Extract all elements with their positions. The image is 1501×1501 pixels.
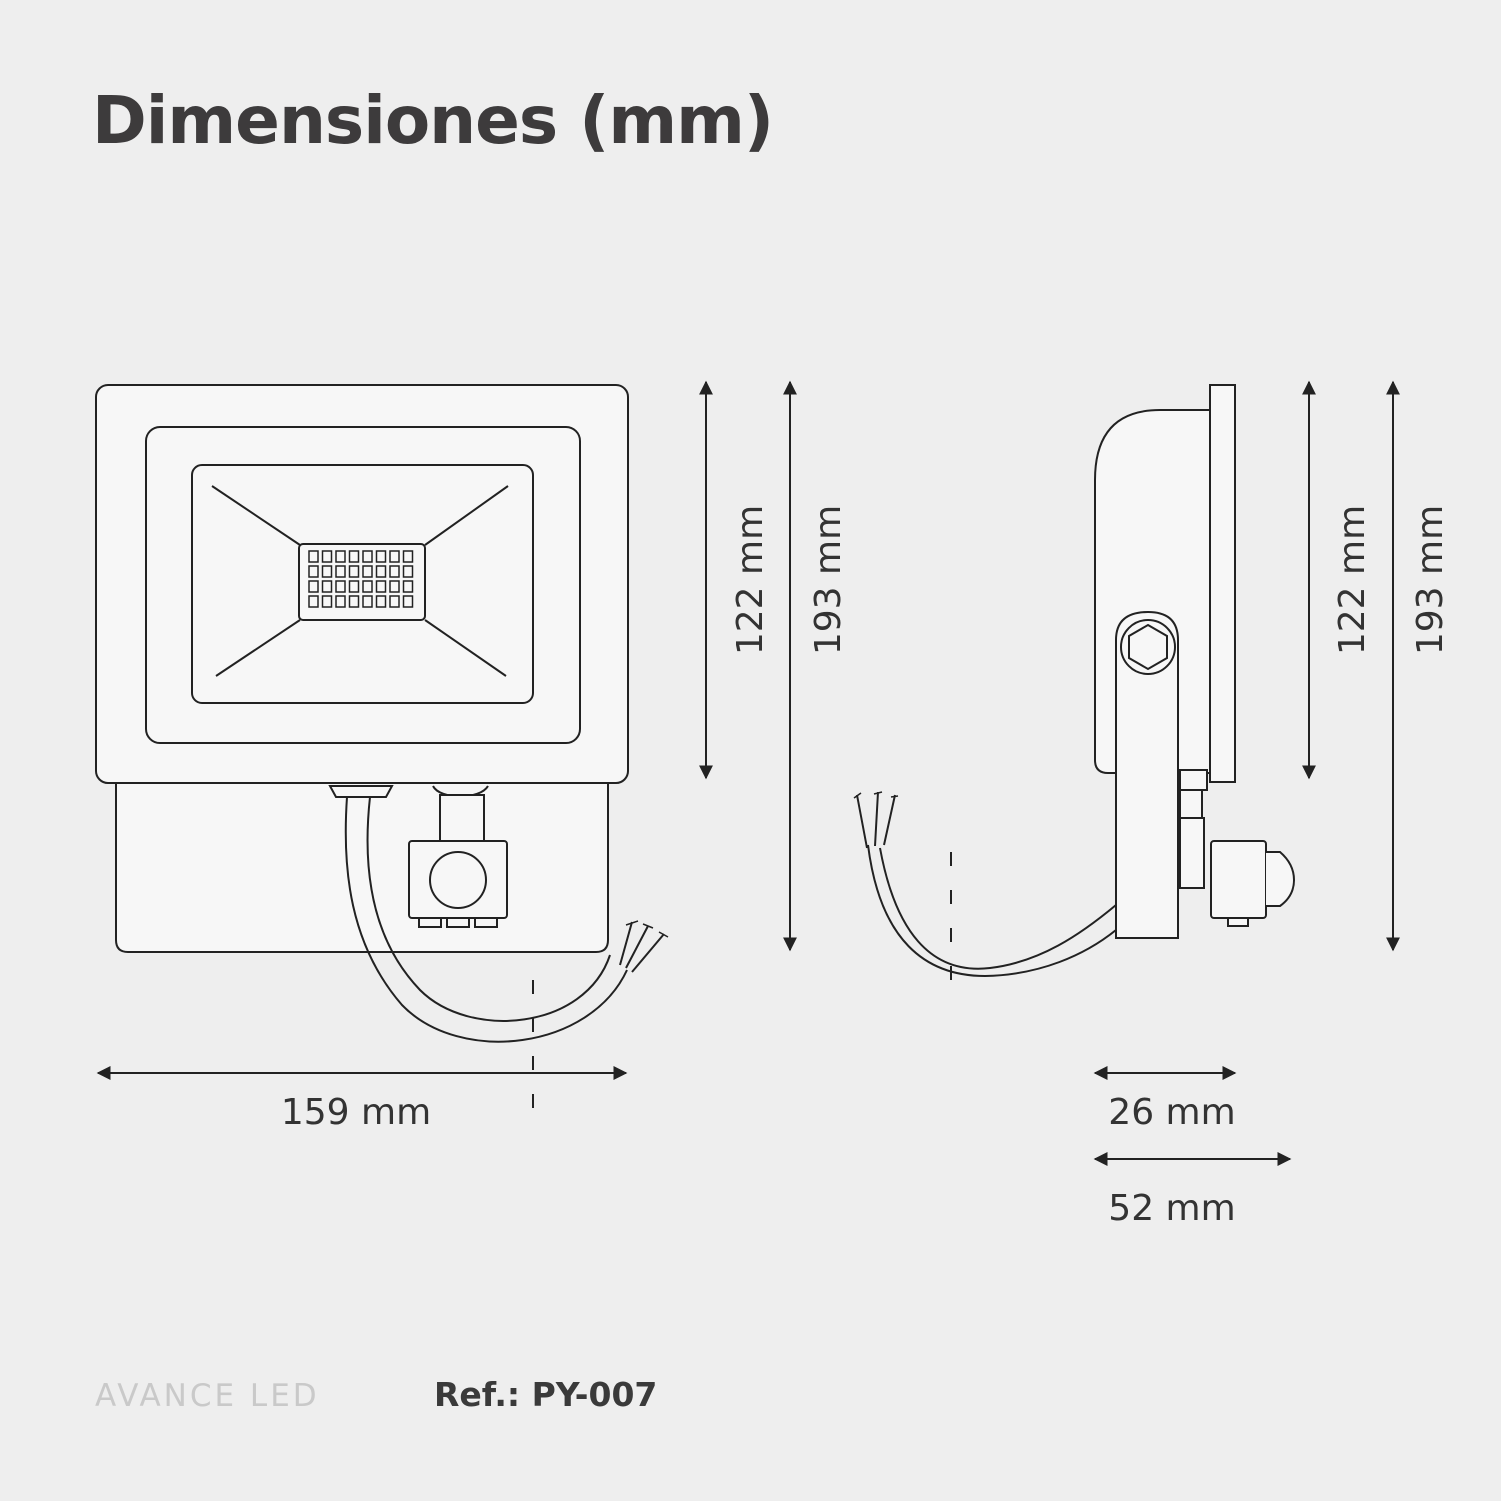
front-view [95,384,669,1043]
led-cell [402,595,414,608]
led-cell [308,595,319,608]
side-cable [879,847,1117,970]
led-cell [348,580,360,593]
front-wires [619,921,665,973]
cable-gland [328,785,394,798]
led-cell [308,565,319,578]
led-cell [348,565,360,578]
page-title: Dimensiones (mm) [92,82,774,159]
side-wires [856,791,896,849]
front-cable [344,796,628,1043]
side-sensor-body [1210,840,1267,919]
led-cell [308,550,319,563]
led-cell [321,580,333,593]
led-cell [389,580,400,593]
led-cell [362,595,373,608]
front-total-height-label: 193 mm [808,505,849,655]
led-grid [308,550,414,608]
side-sensor-lens [1266,851,1296,907]
led-cell [375,595,387,608]
led-cell [335,580,346,593]
led-cell [308,580,319,593]
hex-bolt-icon [1128,623,1168,671]
led-cell [335,565,346,578]
side-mount-arm [1115,610,1179,939]
led-cell [348,550,360,563]
front-height-label: 122 mm [730,505,771,655]
led-chip [298,543,426,621]
brand-logo: AVANCE LED [95,1378,320,1414]
led-cell [389,550,400,563]
led-cell [375,550,387,563]
side-total-height-label: 193 mm [1410,505,1451,655]
reference-label: Ref.: PY-007 [434,1375,657,1414]
led-cell [402,580,414,593]
led-cell [362,550,373,563]
side-total-depth-label: 52 mm [1108,1188,1235,1229]
led-cell [375,580,387,593]
led-cell [362,580,373,593]
led-cell [389,595,400,608]
led-cell [402,565,414,578]
front-housing-bottom [115,783,609,953]
led-cell [348,595,360,608]
led-cell [321,550,333,563]
side-front-plate [1209,384,1236,783]
side-view [853,384,1296,978]
led-cell [321,565,333,578]
led-cell [375,565,387,578]
front-width-label: 159 mm [281,1092,431,1133]
led-cell [362,565,373,578]
side-depth-label: 26 mm [1108,1092,1235,1133]
side-height-label: 122 mm [1332,505,1373,655]
led-cell [335,595,346,608]
led-cell [335,550,346,563]
led-cell [321,595,333,608]
led-cell [389,565,400,578]
led-cell [402,550,414,563]
sensor-lens [429,851,487,909]
